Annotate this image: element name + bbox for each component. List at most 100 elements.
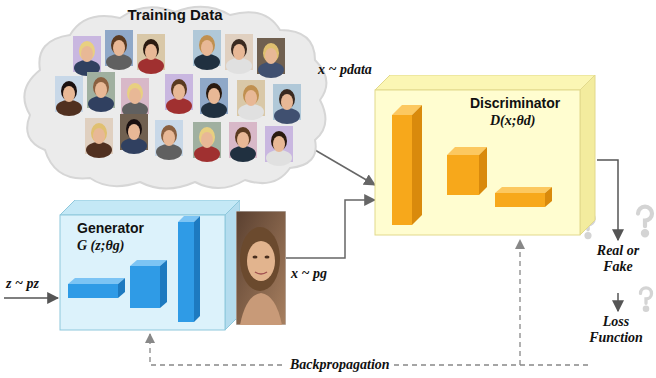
- discriminator-layer-front: [447, 155, 479, 195]
- photo-hair: [243, 85, 259, 105]
- face-photo: [265, 126, 293, 166]
- generator-side: [225, 200, 240, 330]
- photo-hair: [161, 125, 177, 145]
- face-photo: [55, 76, 83, 116]
- face-photo: [225, 34, 253, 74]
- data-cloud: Training Data: [15, 0, 335, 192]
- photo-hair: [199, 127, 215, 147]
- discriminator-box: DiscriminatorD(x;θd): [372, 75, 597, 240]
- discriminator-layer-side: [545, 187, 552, 207]
- photo-hair: [93, 77, 109, 97]
- box-heading: Discriminator: [470, 95, 560, 112]
- photo-hair: [127, 83, 143, 103]
- photo-face: [113, 40, 125, 56]
- photo-face: [173, 84, 185, 100]
- photo-shoulders: [138, 58, 164, 74]
- photo-hair: [206, 83, 222, 103]
- photo-hair: [111, 35, 127, 55]
- face-photo: [87, 72, 115, 112]
- generator-box: GeneratorG (z;θg): [55, 200, 240, 335]
- data-cloud-shape: [15, 0, 335, 192]
- face-photo: [137, 34, 165, 74]
- face-photo: [155, 120, 183, 160]
- noise-input-arrow: [4, 297, 58, 299]
- box-heading: Generator: [77, 220, 144, 237]
- photo-face: [237, 132, 249, 148]
- photo-shoulders: [274, 108, 300, 124]
- generator-layer-front: [178, 222, 194, 322]
- photo-shoulders: [194, 54, 220, 70]
- generator-layer-top: [68, 278, 125, 284]
- discriminator-top: [375, 75, 595, 90]
- face-photo: [193, 122, 221, 162]
- photo-shoulders: [238, 104, 264, 120]
- backprop-label: Backpropagation: [286, 357, 394, 373]
- discriminator-layer-front: [392, 115, 412, 225]
- photo-face: [129, 88, 141, 104]
- generator-layer-side: [194, 216, 200, 322]
- photo-hair: [271, 131, 287, 151]
- face-photo: [121, 78, 149, 118]
- generator-layer-front: [68, 284, 118, 298]
- cloud-outline: [24, 7, 326, 189]
- photo-face: [63, 86, 75, 102]
- photo-shoulders: [226, 58, 252, 74]
- generator-top: [60, 200, 240, 215]
- face-photo: [105, 30, 133, 70]
- discriminator-layer-side: [479, 147, 487, 195]
- photo-shoulders: [121, 138, 147, 154]
- photo-hair: [231, 39, 247, 59]
- photo-face: [95, 82, 107, 98]
- photo-shoulders: [86, 142, 112, 158]
- photo-shoulders: [166, 98, 192, 114]
- photo-face: [81, 46, 93, 62]
- function-label: D(x;θd): [490, 112, 535, 129]
- photo-face: [208, 88, 220, 104]
- generator-layer-side: [118, 278, 125, 298]
- generator-front: [60, 215, 225, 330]
- photo-hair: [171, 79, 187, 99]
- photo-shoulders: [230, 146, 256, 162]
- photo-shoulders: [266, 150, 292, 166]
- photo-face: [273, 136, 285, 152]
- output-label: Real or Fake: [596, 243, 640, 275]
- photo-shoulders: [201, 102, 227, 118]
- photo-hair: [199, 35, 215, 55]
- photo-shoulders: [106, 54, 132, 70]
- photo-shoulders: [56, 100, 82, 116]
- photo-shoulders: [258, 62, 284, 78]
- photo-hair: [279, 89, 295, 109]
- generator-layer-side: [160, 260, 167, 308]
- face-photo: [200, 78, 228, 118]
- discriminator-front: [375, 90, 580, 235]
- photo-shoulders: [156, 144, 182, 160]
- photo-shoulders: [88, 96, 114, 112]
- output-arrow: [597, 160, 618, 240]
- data-sample-label: x ~ pdata: [318, 62, 372, 78]
- noise-label: z ~ pz: [6, 276, 39, 292]
- photo-hair: [91, 123, 107, 143]
- photo-face: [163, 130, 175, 146]
- photo-face: [245, 90, 257, 106]
- photo-hair: [263, 43, 279, 63]
- data-flow-arrow: [315, 150, 375, 185]
- face-photo: [193, 30, 221, 70]
- loss-label: Loss Function: [578, 314, 654, 346]
- discriminator-layer-top: [495, 187, 552, 193]
- face-photo: [73, 36, 101, 76]
- photo-hair: [61, 81, 77, 101]
- photo-shoulders: [194, 146, 220, 162]
- photo-face: [128, 124, 140, 140]
- cloud-title: Training Data: [15, 6, 335, 24]
- photo-face: [93, 128, 105, 144]
- photo-face: [145, 44, 157, 60]
- loss-arrow: [617, 293, 619, 311]
- photo-face: [233, 44, 245, 60]
- discriminator-layer-side: [412, 105, 422, 225]
- photo-hair: [143, 39, 159, 59]
- generator-layer-front: [130, 266, 160, 308]
- photo-hair: [79, 41, 95, 61]
- photo-hair: [126, 119, 142, 139]
- face-photo: [85, 118, 113, 158]
